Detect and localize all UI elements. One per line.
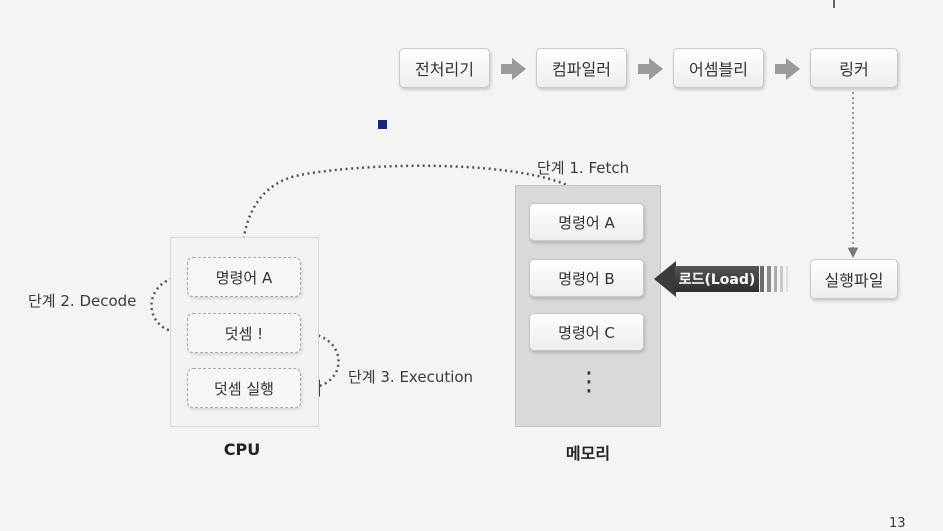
fetch-arrow (233, 164, 590, 258)
cpu-decoded-add: 덧셈 ! (187, 313, 301, 353)
execution-arrow (301, 331, 340, 397)
pipeline-step-compiler: 컴파일러 (536, 48, 627, 88)
load-label: 로드(Load) (678, 272, 756, 288)
load-arrow: 로드(Load) (654, 261, 796, 297)
pipeline-arrow-2 (638, 58, 663, 80)
executable-file: 실행파일 (810, 259, 898, 299)
pipeline-step-linker: 링커 (810, 48, 898, 88)
stage-execution-label: 단계 3. Execution (348, 368, 474, 386)
accent-square (378, 120, 387, 129)
memory-ellipsis: ⋮ (576, 367, 602, 397)
memory-instruction-b: 명령어 B (529, 259, 644, 297)
cpu-caption: CPU (223, 440, 261, 459)
pipeline-arrow-1 (501, 58, 526, 80)
pipeline-step-preprocessor: 전처리기 (399, 48, 490, 88)
stage-decode-label: 단계 2. Decode (28, 292, 137, 310)
pipeline-arrow-3 (775, 58, 800, 80)
pipeline-step-assembler: 어셈블리 (673, 48, 764, 88)
page-number: 13 (889, 516, 906, 531)
cpu-instruction-a: 명령어 A (187, 257, 301, 297)
memory-instruction-a: 명령어 A (529, 203, 644, 241)
memory-instruction-c: 명령어 C (529, 313, 644, 351)
decode-arrow (150, 274, 189, 342)
stage-fetch-label: 단계 1. Fetch (537, 159, 630, 177)
memory-caption: 메모리 (565, 444, 611, 463)
cpu-execute-add: 덧셈 실행 (187, 368, 301, 408)
